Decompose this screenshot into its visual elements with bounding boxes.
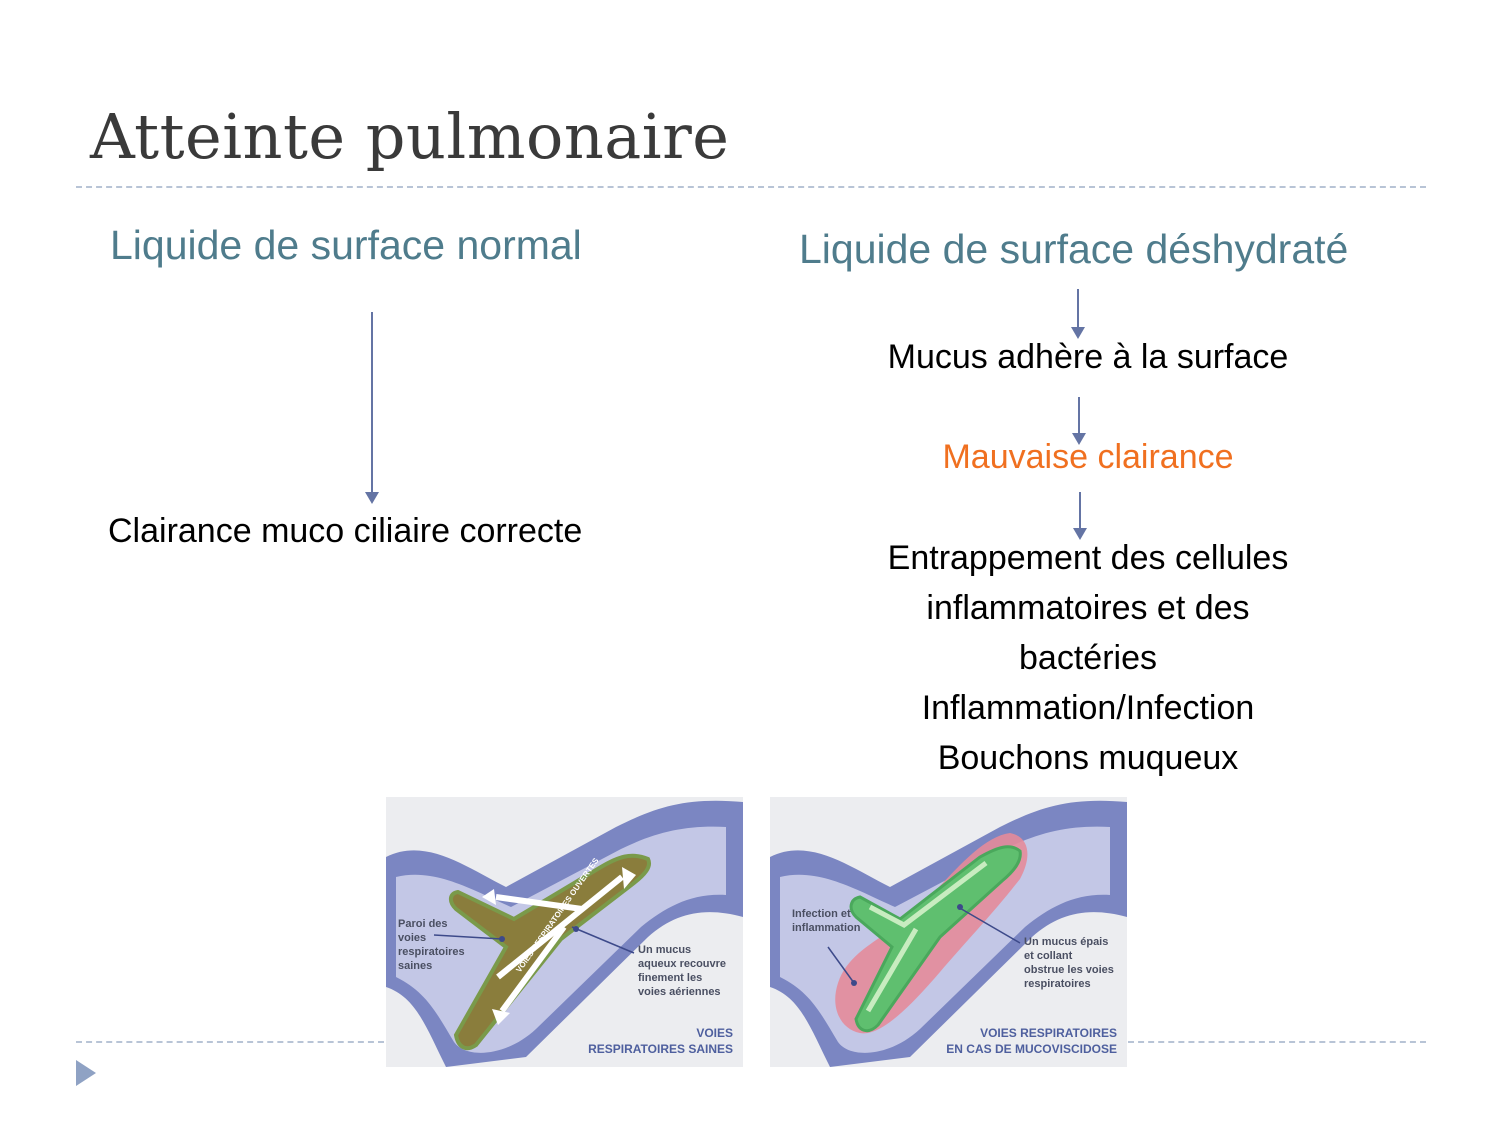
left-heading: Liquide de surface normal xyxy=(110,222,582,268)
cf-airway-illustration: Infection et inflammation Un mucus épais… xyxy=(770,797,1127,1067)
healthy-mucus-label-2: aqueux recouvre xyxy=(638,958,726,970)
right-heading: Liquide de surface déshydraté xyxy=(799,226,1349,272)
right-step-3-line: bactéries xyxy=(1019,639,1157,677)
cf-caption-2: EN CAS DE MUCOVISCIDOSE xyxy=(946,1042,1117,1056)
right-step-3-line: inflammatoires et des xyxy=(926,589,1250,627)
right-step-3-line: Entrappement des cellules xyxy=(887,539,1289,577)
cf-mucus-label-2: et collant xyxy=(1024,950,1073,962)
cf-mucus-label-3: obstrue les voies xyxy=(1024,964,1114,976)
title-divider xyxy=(76,186,1426,188)
cf-mucus-label-1: Un mucus épais xyxy=(1024,936,1108,948)
left-down-arrow-icon xyxy=(365,312,379,504)
footer-divider-left xyxy=(76,1041,384,1043)
right-arrow-2-icon xyxy=(1072,397,1086,445)
healthy-mucus-label-4: voies aériennes xyxy=(638,986,721,998)
right-step-3: Entrappement des cellules inflammatoires… xyxy=(838,533,1338,783)
left-result: Clairance muco ciliaire correcte xyxy=(108,512,583,550)
right-step-3-line: Inflammation/Infection xyxy=(921,689,1255,727)
footer-divider-right xyxy=(1128,1041,1426,1043)
healthy-wall-label-2: voies xyxy=(398,932,426,944)
healthy-airway-illustration: VOIES RESPIRATOIRES OUVERTES Paroi des v… xyxy=(386,797,743,1067)
triangle-right-icon xyxy=(76,1060,96,1086)
healthy-wall-label-4: saines xyxy=(398,960,432,972)
cf-infection-label-2: inflammation xyxy=(792,922,861,934)
cf-mucus-label-4: respiratoires xyxy=(1024,978,1091,990)
right-step-2: Mauvaise clairance xyxy=(942,438,1234,476)
slide-title: Atteinte pulmonaire xyxy=(90,100,730,173)
healthy-mucus-label-1: Un mucus xyxy=(638,944,691,956)
healthy-caption-2: RESPIRATOIRES SAINES xyxy=(588,1042,733,1056)
right-step-1: Mucus adhère à la surface xyxy=(887,338,1289,376)
healthy-mucus-label-3: finement les xyxy=(638,972,702,984)
cf-caption-1: VOIES RESPIRATOIRES xyxy=(980,1026,1117,1040)
cf-infection-label-1: Infection et xyxy=(792,908,851,920)
healthy-wall-label-3: respiratoires xyxy=(398,946,465,958)
healthy-wall-label-1: Paroi des xyxy=(398,918,448,930)
right-step-3-line: Bouchons muqueux xyxy=(937,739,1239,777)
healthy-caption-1: VOIES xyxy=(696,1026,733,1040)
right-arrow-3-icon xyxy=(1073,492,1087,540)
right-arrow-1-icon xyxy=(1071,289,1085,339)
